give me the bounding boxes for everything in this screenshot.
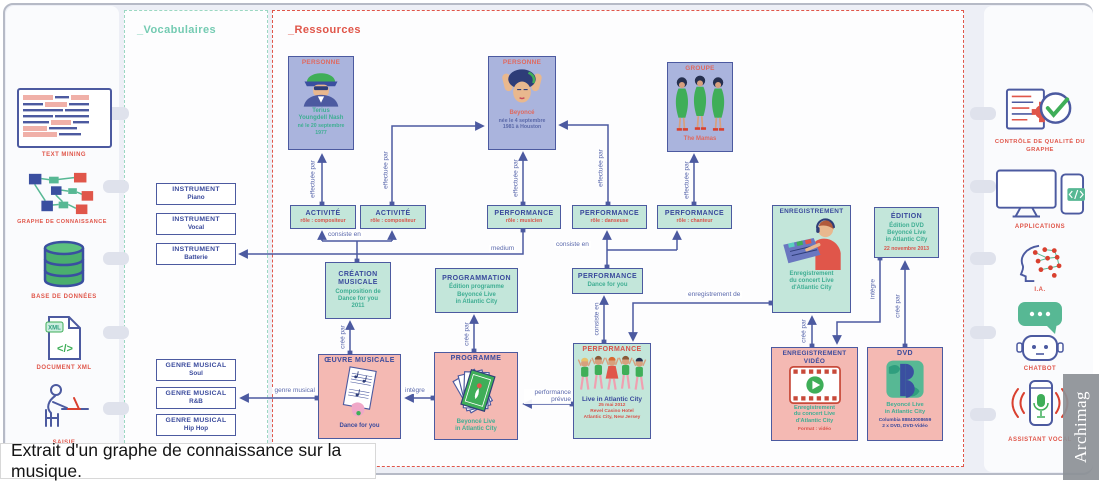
edge-label-consiste-en-2: consiste en: [554, 241, 591, 249]
rail-item-voice-assistant: ASSISTANT VOCAL: [992, 375, 1088, 444]
rail-label: I.A.: [1034, 287, 1046, 293]
connector-stub: [103, 252, 129, 265]
edge-label-integre-2: intègre: [869, 279, 877, 299]
rail-label: CONTRÔLE DE QUALITÉ DU GRAPHE: [994, 139, 1086, 153]
rail-item-ai: I.A.: [998, 243, 1082, 294]
node-creation-musicale: CRÉATION MUSICALE Composition de Dance f…: [325, 262, 391, 319]
connector-stub: [103, 402, 129, 415]
xml-document-icon: XML </>: [45, 316, 81, 360]
knowledge-graph-icon: [28, 172, 94, 215]
sheet-music-icon: [342, 365, 377, 416]
connector-stub: [103, 326, 129, 339]
node-personne-terius: PERSONNE Terius Youngdell Nash né le 20 …: [288, 56, 354, 150]
edge-label-effectuee-par-3: effectuée par: [597, 149, 605, 187]
graph-quality-icon: [1005, 88, 1072, 130]
vocab-term-genre-rnb: GENRE MUSICAL R&B: [156, 387, 236, 409]
programme-fan-icon: [452, 368, 496, 414]
node-enregistrement-video: ENREGISTREMENT VIDÉO Enregistrement du c…: [771, 347, 858, 441]
figure-caption-text: Extrait d'un graphe de connaissance sur …: [11, 440, 342, 481]
dvd-cover-icon: [886, 360, 924, 398]
beyonce-portrait-icon: [502, 69, 542, 103]
node-performance-dance-for-you: PERFORMANCE Dance for you: [572, 268, 643, 294]
archimag-watermark-text: Archimag: [1071, 391, 1090, 463]
vocab-term-genre-soul: GENRE MUSICAL Soul: [156, 359, 236, 381]
node-enregistrement: ENREGISTREMENT Enregistrement du concert…: [772, 205, 851, 313]
ressources-title: _Ressources: [288, 24, 361, 36]
rail-label: APPLICATIONS: [1014, 224, 1066, 230]
archimag-watermark: Archimag: [1063, 374, 1099, 480]
edge-label-consiste-en-3: consiste en: [593, 302, 601, 336]
vocab-term-instrument-piano: INSTRUMENT Piano: [156, 183, 236, 205]
rail-item-text-mining: TEXT MINING: [12, 88, 116, 159]
left-rail-background: [6, 6, 119, 472]
dancers-icon: [577, 355, 647, 390]
edge-label-effectuee-par-1: effectuée par: [309, 160, 317, 198]
applications-icon: [995, 169, 1085, 218]
rail-item-applications: APPLICATIONS: [990, 168, 1090, 231]
node-programmation: PROGRAMMATION Édition programme Beyoncé …: [435, 268, 518, 313]
edge-label-consiste-en-1: consiste en: [326, 231, 363, 239]
rail-item-database: BASE DE DONNÉES: [12, 238, 116, 301]
node-dvd: DVD Beyoncé Live in Atlantic City Columb…: [867, 347, 943, 441]
edge-label-cree-par-4: créé par: [894, 294, 902, 318]
rail-label: TEXT MINING: [41, 152, 87, 158]
node-activite-2: ACTIVITÉ rôle : compositeur: [360, 205, 426, 229]
data-entry-icon: [45, 384, 89, 427]
vocab-term-instrument-vocal: INSTRUMENT Vocal: [156, 213, 236, 235]
node-activite-1: ACTIVITÉ rôle : compositeur: [290, 205, 356, 229]
rail-label: CHATBOT: [1023, 366, 1057, 372]
edge-label-genre-musical: genre musical: [272, 387, 315, 395]
node-edition: ÉDITION Édition DVD Beyoncé Live in Atla…: [874, 207, 939, 258]
node-personne-beyonce: PERSONNE Beyoncé née le 4 septembre 1981…: [488, 56, 556, 150]
connector-stub: [970, 180, 996, 193]
rail-label: GRAPHE DE CONNAISSANCE: [17, 219, 107, 225]
edge-label-medium: medium: [489, 245, 517, 253]
node-performance-musicien: PERFORMANCE rôle : musicien: [487, 205, 561, 229]
node-performance-live: PERFORMANCE: [573, 343, 651, 439]
rail-item-graph-quality: CONTRÔLE DE QUALITÉ DU GRAPHE: [992, 86, 1088, 155]
node-performance-danseuse: PERFORMANCE rôle : danseuse: [572, 205, 647, 229]
chatbot-icon: [1016, 302, 1064, 361]
edge-label-cree-par-1: créé par: [463, 322, 471, 346]
node-oeuvre-musicale: ŒUVRE MUSICALE Dance for you: [318, 354, 401, 439]
ai-icon: [1019, 244, 1062, 283]
rail-item-data-entry: SAISIE: [12, 382, 116, 447]
vocab-term-instrument-batterie: INSTRUMENT Batterie: [156, 243, 236, 265]
edge-label-effectuee-par-2: effectuée par: [382, 151, 390, 189]
terius-portrait-icon: [303, 73, 339, 107]
connector-stub: [103, 180, 129, 193]
edge-label-enregistrement-de: enregistrement de: [686, 291, 743, 299]
edge-label-effectuee-par-5: effectuée par: [512, 159, 520, 197]
edge-label-cree-par-3: créé par: [800, 319, 808, 343]
the-mamas-group-icon: [675, 75, 725, 131]
rail-label: BASE DE DONNÉES: [31, 294, 97, 300]
connector-stub: [970, 107, 996, 120]
connector-stub: [970, 408, 996, 421]
connector-stub: [970, 326, 996, 339]
rail-item-knowledge-graph: GRAPHE DE CONNAISSANCE: [6, 170, 118, 226]
voice-assistant-icon: [1011, 380, 1069, 426]
node-programme: PROGRAMME Beyoncé Live in Atlantic City: [434, 352, 518, 440]
edge-label-performance-prevue: performance prévue: [524, 389, 571, 404]
rail-label: ASSISTANT VOCAL: [1008, 437, 1072, 443]
connector-stub: [970, 252, 996, 265]
svg-text:</>: </>: [57, 343, 73, 355]
video-film-strip-icon: [788, 365, 841, 404]
edge-label-integre-1: intègre: [403, 387, 427, 395]
edge-label-effectuee-par-4: effectuée par: [683, 161, 691, 199]
node-groupe-the-mamas: GROUPE: [667, 62, 733, 152]
rail-label: DOCUMENT XML: [36, 365, 92, 371]
rail-item-chatbot: CHATBOT: [998, 300, 1082, 373]
svg-text:XML: XML: [48, 326, 61, 332]
vocabulaires-title: _Vocabulaires: [137, 24, 216, 36]
figure-caption: Extrait d'un graphe de connaissance sur …: [0, 440, 376, 481]
vocab-term-genre-hiphop: GENRE MUSICAL Hip Hop: [156, 414, 236, 436]
text-mining-icon: [16, 88, 112, 148]
edge-label-cree-par-2: créé par: [339, 325, 347, 349]
sound-engineer-icon: [782, 218, 841, 270]
rail-item-xml-document: XML </> DOCUMENT XML: [12, 315, 116, 372]
database-icon: [43, 240, 85, 288]
node-performance-chanteur: PERFORMANCE rôle : chanteur: [657, 205, 732, 229]
